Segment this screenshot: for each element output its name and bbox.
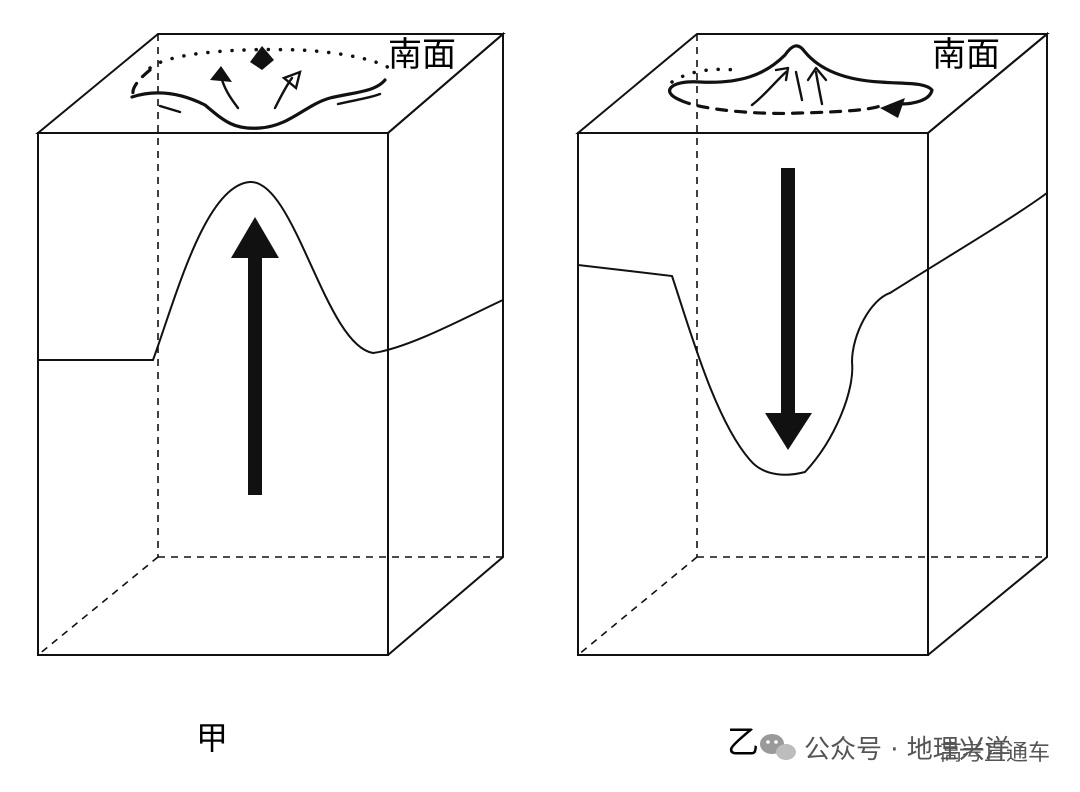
caption-yi: 乙 [727, 723, 759, 761]
stratum-anticline [38, 180, 504, 361]
watermark-overlay-text: 高考直通车 [940, 741, 1050, 766]
upward-arrow [231, 217, 279, 495]
caption-jia: 甲 [196, 719, 228, 757]
top-face-sketch [668, 44, 934, 118]
top-face-label-jia: 南面 [388, 35, 456, 75]
stratum-syncline [577, 192, 1048, 476]
hidden-edges [37, 34, 503, 656]
panel-yi: 南面 乙 [575, 31, 1050, 761]
top-face-label-yi: 南面 [932, 35, 1000, 75]
watermark: 公众号 · 地理兴洋 高考直通车 [760, 734, 1050, 766]
box-outline [575, 31, 1050, 656]
box-outline [35, 31, 506, 656]
wechat-icon [760, 734, 796, 760]
top-face-sketch [130, 46, 394, 130]
downward-arrow [765, 168, 812, 450]
hidden-edges [577, 34, 1047, 656]
panel-jia: 南面 甲 [35, 31, 506, 757]
watermark-text: 公众号 · 地理兴洋 [804, 735, 1011, 765]
